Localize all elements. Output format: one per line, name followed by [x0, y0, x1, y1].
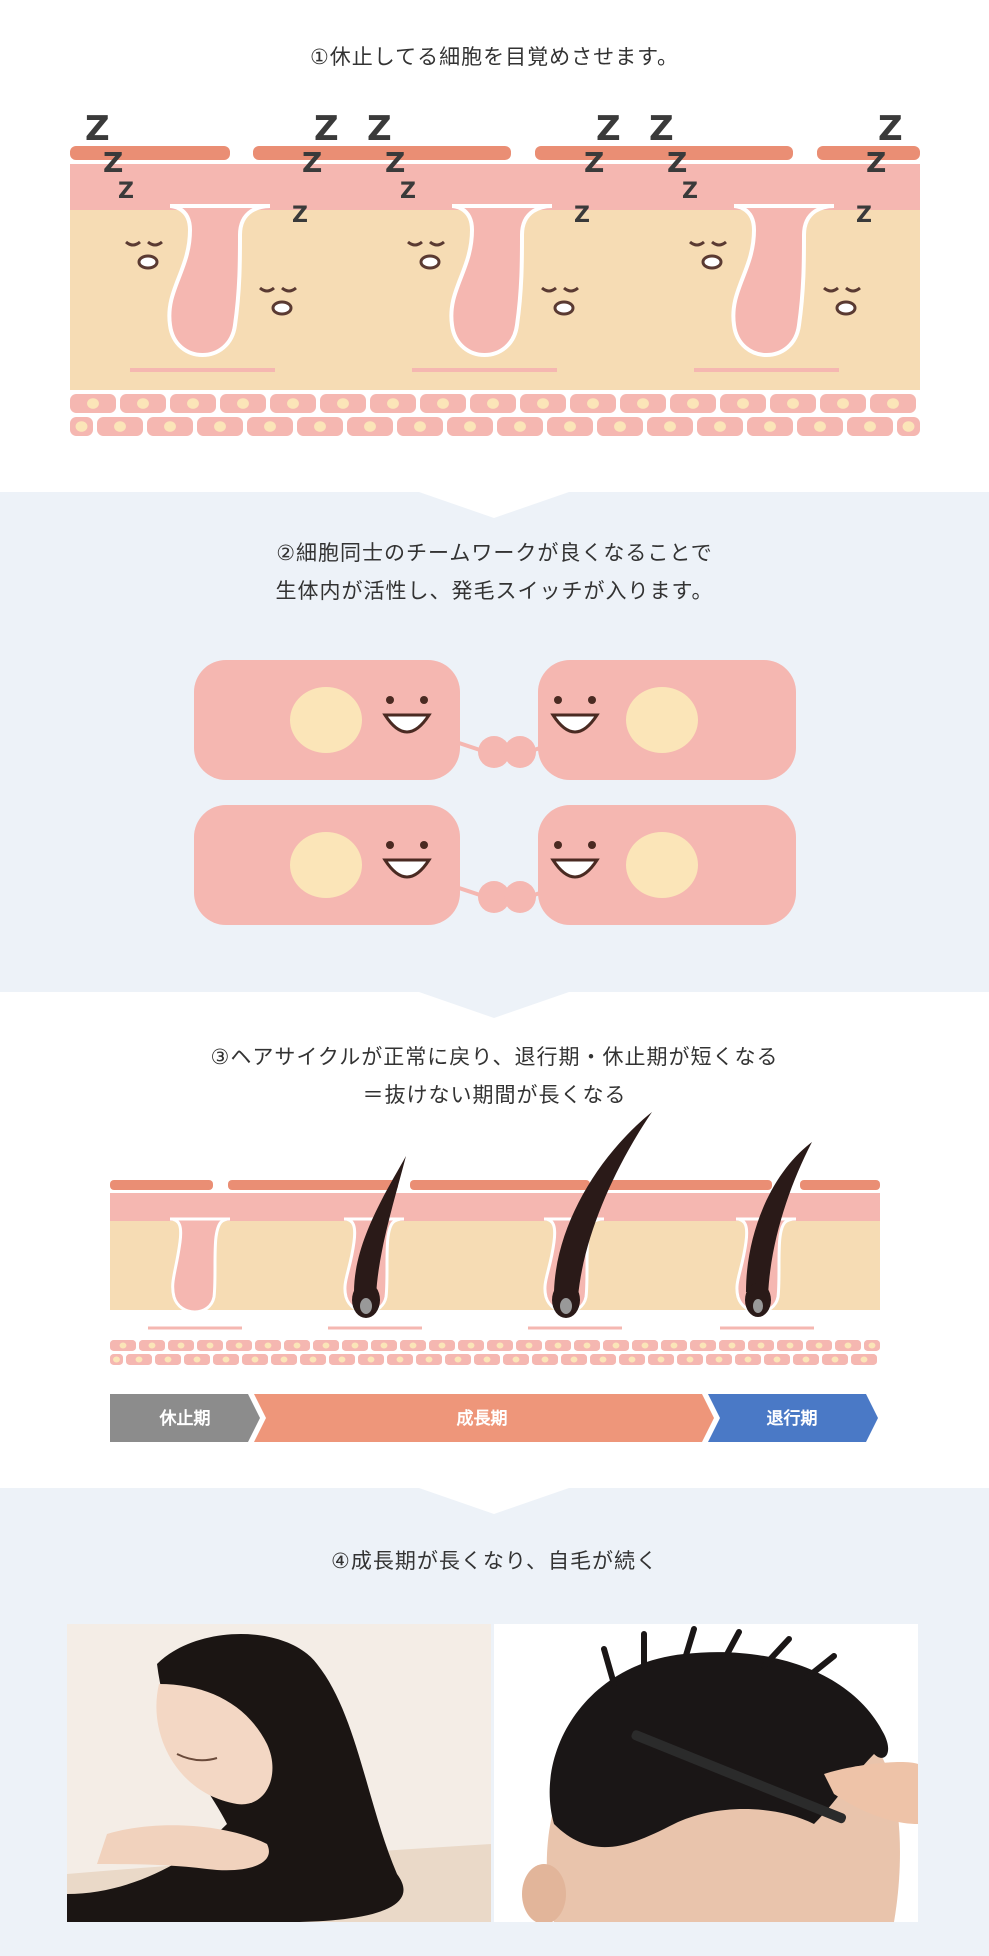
svg-text:Z: Z: [596, 110, 621, 149]
step1-caption: ①休止してる細胞を目覚めさせます。: [309, 45, 680, 69]
chevron-down-icon: [0, 1488, 989, 1514]
svg-text:Z: Z: [878, 110, 903, 149]
cell-layer: [110, 1340, 880, 1365]
phase-growth: [254, 1394, 714, 1442]
step3-caption: ③ヘアサイクルが正常に戻り、退行期・休止期が短くなる ＝抜けない期間が長くなる: [210, 1045, 779, 1107]
svg-text:Z: Z: [314, 110, 339, 149]
svg-text:Z: Z: [292, 203, 308, 228]
sleep-z-icons: Z Z Z Z Z Z Z Z Z Z Z Z Z Z Z Z Z Z: [85, 110, 903, 228]
hair-cycle-phase-bar: 休止期 成長期 退行期: [110, 1394, 878, 1442]
follicle-1: [130, 204, 275, 372]
svg-text:Z: Z: [667, 146, 687, 179]
phase-label-regression: 退行期: [767, 1408, 818, 1429]
chevron-down-icon: [0, 992, 989, 1018]
step2-section: ②細胞同士のチームワークが良くなることで 生体内が活性し、発毛スイッチが入ります…: [0, 492, 989, 992]
man-combing-hair-photo: [494, 1624, 918, 1922]
svg-text:Z: Z: [302, 146, 322, 179]
cell-layer: [70, 394, 920, 436]
phase-label-growth: 成長期: [457, 1408, 508, 1429]
step4-caption: ④成長期が長くなり、自毛が続く: [331, 1549, 658, 1573]
follicle-2: [412, 204, 557, 372]
woman-hair-photo: [67, 1624, 491, 1922]
active-cells-illustration: [194, 660, 796, 925]
hair-cycle-illustration: 休止期 成長期 退行期: [110, 1112, 880, 1442]
cell-pair: [194, 660, 796, 780]
svg-text:Z: Z: [584, 146, 604, 179]
phase-regression: [708, 1394, 878, 1442]
step3-section: ③ヘアサイクルが正常に戻り、退行期・休止期が短くなる ＝抜けない期間が長くなる: [0, 992, 989, 1488]
svg-text:Z: Z: [866, 146, 886, 179]
phase-resting: [110, 1394, 260, 1442]
svg-text:Z: Z: [103, 146, 123, 179]
dormant-skin-illustration: Z Z Z Z Z Z Z Z Z Z Z Z Z Z Z Z Z Z: [70, 110, 920, 436]
follicle-3: [694, 204, 839, 372]
svg-text:Z: Z: [118, 179, 134, 204]
svg-text:Z: Z: [400, 179, 416, 204]
svg-text:Z: Z: [85, 110, 110, 149]
chevron-down-icon: [0, 492, 989, 518]
svg-text:Z: Z: [574, 203, 590, 228]
svg-text:Z: Z: [856, 203, 872, 228]
step2-caption: ②細胞同士のチームワークが良くなることで 生体内が活性し、発毛スイッチが入ります…: [275, 541, 714, 603]
svg-text:Z: Z: [649, 110, 674, 149]
svg-text:Z: Z: [385, 146, 405, 179]
step4-section: ④成長期が長くなり、自毛が続く: [0, 1488, 989, 1956]
step1-section: ①休止してる細胞を目覚めさせます。: [0, 0, 989, 492]
svg-text:Z: Z: [682, 179, 698, 204]
svg-text:Z: Z: [367, 110, 392, 149]
cell-pair: [194, 805, 796, 925]
sleeping-face-icon: [125, 240, 861, 316]
phase-label-resting: 休止期: [159, 1408, 211, 1429]
